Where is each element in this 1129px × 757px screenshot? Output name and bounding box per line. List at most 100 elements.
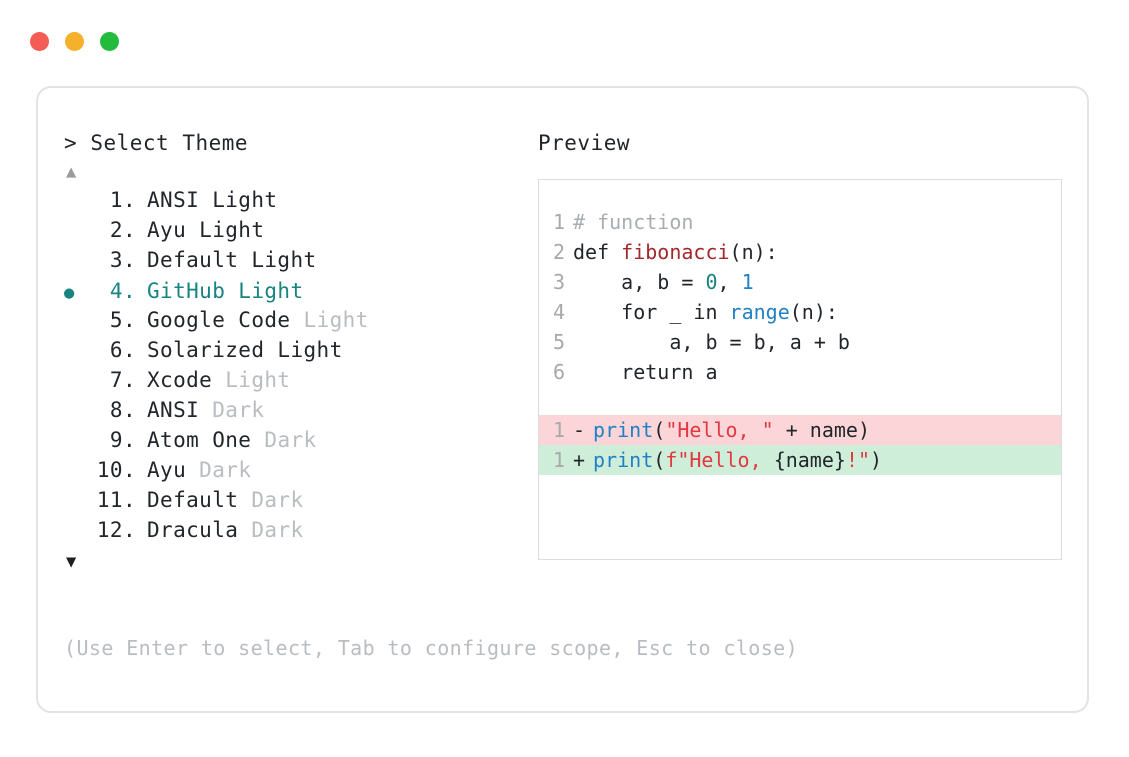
code-line: 3 a, b = 0, 1	[539, 267, 1061, 297]
code-token: fibonacci	[621, 240, 730, 264]
page-title: Select Theme	[90, 131, 249, 155]
theme-item-number: 10.	[96, 458, 136, 482]
theme-item-label: GitHub Light	[147, 279, 304, 303]
theme-item-label: Solarized Light	[147, 338, 343, 362]
theme-item-number: 7.	[109, 368, 136, 392]
preview-label: Preview	[538, 131, 631, 155]
code-token: (n):	[789, 300, 838, 324]
code-token: )	[870, 448, 883, 472]
theme-list-item[interactable]: 10.Ayu Dark	[64, 458, 534, 488]
theme-item-variant: Dark	[251, 428, 317, 452]
prompt-header: > Select Theme	[64, 130, 534, 157]
line-number: 2	[552, 240, 565, 264]
diff-line-text: print(f"Hello, {name}!")	[593, 445, 882, 475]
selected-bullet-icon: ●	[64, 283, 75, 303]
diff-line-text: print("Hello, " + name)	[593, 415, 870, 445]
theme-list-item[interactable]: 7. Xcode Light	[64, 368, 534, 398]
code-token: for _ in	[573, 300, 730, 324]
theme-item-number: 8.	[109, 398, 136, 422]
scroll-down-icon[interactable]: ▼	[66, 552, 77, 572]
window-titlebar	[30, 32, 119, 51]
theme-item-number: 6.	[109, 338, 136, 362]
theme-item-variant: Dark	[238, 518, 304, 542]
line-number: 5	[552, 330, 565, 354]
code-line: 5 a, b = b, a + b	[539, 327, 1061, 357]
code-block: 1 # function 2 def fibonacci(n):3 a, b = 0,…	[539, 207, 1061, 387]
code-token: + name)	[773, 418, 871, 442]
code-token: (	[653, 448, 666, 472]
theme-item-variant: Light	[212, 368, 291, 392]
close-window-dot[interactable]	[30, 32, 49, 51]
theme-item-label: Default Light	[147, 248, 317, 272]
theme-list-item[interactable]: 11. Default Dark	[64, 488, 534, 518]
theme-item-label: Atom One Dark	[147, 428, 317, 452]
code-line-text: def fibonacci(n):	[573, 237, 778, 267]
preview-column: Preview 1 # function 2 def fibonacci(n):3 a…	[538, 130, 1066, 560]
code-token: "Hello, "	[665, 418, 774, 442]
code-line: 2 def fibonacci(n):	[539, 237, 1061, 267]
scroll-up-icon[interactable]: ▲	[66, 162, 77, 182]
theme-item-label: Ayu Light	[147, 218, 265, 242]
code-token: f"Hello,	[665, 448, 774, 472]
diff-sign: +	[573, 448, 586, 472]
code-line: 6 return a	[539, 357, 1061, 387]
theme-item-variant: Light	[290, 308, 369, 332]
theme-item-number: 9.	[109, 428, 136, 452]
line-number: 1	[552, 210, 565, 234]
code-token: (n):	[729, 240, 778, 264]
theme-item-number: 12.	[96, 518, 136, 542]
theme-list-item[interactable]: 5. Google Code Light	[64, 308, 534, 338]
theme-item-number: 5.	[109, 308, 136, 332]
theme-list-item[interactable]: 2. Ayu Light	[64, 218, 534, 248]
theme-item-number: 3.	[109, 248, 136, 272]
code-line: 1 # function	[539, 207, 1061, 237]
code-line-text: # function	[573, 207, 693, 237]
theme-list-item[interactable]: 9. Atom One Dark	[64, 428, 534, 458]
code-line: 4 for _ in range(n):	[539, 297, 1061, 327]
prompt-symbol: >	[64, 131, 78, 155]
preview-box: 1 # function 2 def fibonacci(n):3 a, b = 0,…	[538, 179, 1062, 560]
theme-list-item[interactable]: 3. Default Light	[64, 248, 534, 278]
theme-list-item[interactable]: 8.ANSI Dark	[64, 398, 534, 428]
code-token: # function	[573, 210, 694, 234]
code-token: print	[593, 448, 654, 472]
code-token: return a	[573, 360, 718, 384]
diff-block: 1-print("Hello, " + name)1+print(f"Hello…	[539, 415, 1061, 475]
line-number: 1	[552, 448, 565, 472]
diff-sign: -	[573, 418, 586, 442]
code-token: a, b =	[573, 270, 706, 294]
theme-item-number: 2.	[109, 218, 136, 242]
theme-item-label: Google Code Light	[147, 308, 369, 332]
theme-item-number: 4.	[109, 279, 136, 303]
diff-line-add: 1 + print(f"Hello, {name}!")	[539, 445, 1061, 475]
code-token: {name}	[773, 448, 846, 472]
diff-line-del: 1-print("Hello, " + name)	[539, 415, 1061, 445]
code-token: ,	[717, 270, 742, 294]
code-token: (	[653, 418, 666, 442]
theme-item-variant: Dark	[238, 488, 304, 512]
theme-item-label: ANSI Light	[147, 188, 278, 212]
code-token: !"	[845, 448, 871, 472]
theme-list-item[interactable]: 12. Dracula Dark	[64, 518, 534, 548]
theme-item-label: Xcode Light	[147, 368, 291, 392]
maximize-window-dot[interactable]	[100, 32, 119, 51]
code-token: a, b = b, a + b	[573, 330, 850, 354]
theme-item-number: 11.	[96, 488, 136, 512]
line-number: 1	[552, 418, 565, 442]
code-token: print	[593, 418, 654, 442]
theme-item-label: Default Dark	[147, 488, 304, 512]
code-line-text: a, b = 0, 1	[573, 267, 753, 297]
theme-list-item[interactable]: 1.ANSI Light	[64, 188, 534, 218]
minimize-window-dot[interactable]	[65, 32, 84, 51]
line-number: 4	[552, 300, 565, 324]
code-line-text: a, b = b, a + b	[573, 327, 850, 357]
keyboard-hint: (Use Enter to select, Tab to configure s…	[64, 636, 799, 660]
theme-list-item[interactable]: 6. Solarized Light	[64, 338, 534, 368]
line-number: 6	[552, 360, 565, 384]
code-token: range	[729, 300, 790, 324]
theme-item-label: Dracula Dark	[147, 518, 304, 542]
theme-list-item[interactable]: ● 4. GitHub Light	[64, 278, 534, 308]
